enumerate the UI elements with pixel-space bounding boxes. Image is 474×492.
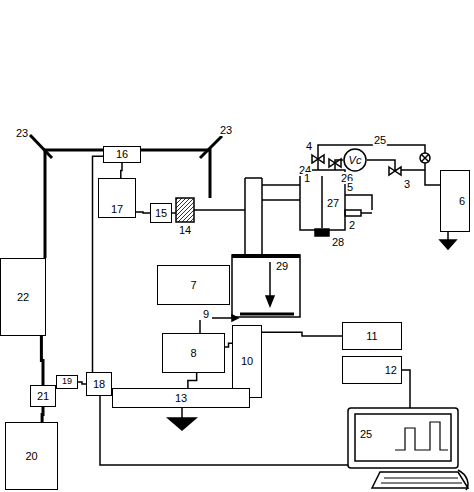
callout-number: 3 [403, 178, 411, 190]
device-box: 8 [162, 333, 225, 373]
callout-number: 23 [15, 127, 29, 139]
wire [121, 163, 122, 178]
callout-number: 18 [93, 378, 105, 390]
device-box: 21 [30, 385, 56, 407]
callout-number: 6 [459, 195, 465, 207]
device-box: 6 [440, 170, 470, 232]
callout-number: 13 [175, 392, 187, 404]
callout-number: 27 [326, 197, 340, 209]
device-box: 16 [103, 146, 141, 163]
callout-number: 5 [346, 181, 354, 193]
callout-number: 7 [190, 279, 196, 291]
device-box: 18 [86, 372, 112, 396]
wire [41, 336, 43, 385]
wire [78, 382, 86, 384]
wire [136, 212, 150, 213]
callout-number: 25 [373, 134, 387, 146]
callout-number: 1 [303, 172, 311, 184]
callout-number: 28 [331, 236, 345, 248]
callout-number: 29 [275, 260, 289, 272]
device-box: 11 [342, 322, 402, 350]
device-box: 15 [150, 203, 172, 223]
callout-number: 14 [178, 224, 192, 236]
callout-number: 20 [25, 450, 37, 462]
wire [188, 373, 197, 388]
device-box: 19 [56, 375, 78, 389]
callout-number: 22 [17, 291, 29, 303]
wire [225, 343, 232, 347]
callout-number: 8 [190, 347, 196, 359]
callout-number: 12 [385, 364, 397, 376]
device-box: 20 [5, 422, 58, 490]
callout-number: 10 [241, 355, 253, 367]
callout-number: 11 [366, 330, 377, 342]
callout-number: 21 [37, 390, 49, 402]
gauge-circle: Vc [343, 148, 367, 172]
callout-number: 2 [348, 219, 356, 231]
callout-number: 23 [219, 124, 233, 136]
device-box: 17 [98, 178, 136, 218]
callout-number: Vc [349, 154, 362, 166]
callout-number: 4 [305, 140, 313, 152]
callout-number: 16 [116, 148, 128, 160]
device-box: 22 [0, 258, 46, 336]
wire [41, 407, 45, 422]
device-box: 7 [157, 265, 230, 305]
callout-number: 19 [62, 377, 72, 387]
callout-number: 25 [359, 428, 373, 440]
callout-number: 15 [155, 207, 167, 219]
device-box: 12 [342, 356, 402, 384]
callout-number: 9 [202, 308, 210, 320]
device-box: 13 [112, 388, 250, 408]
wire [262, 332, 342, 336]
callout-number: 17 [111, 203, 123, 215]
